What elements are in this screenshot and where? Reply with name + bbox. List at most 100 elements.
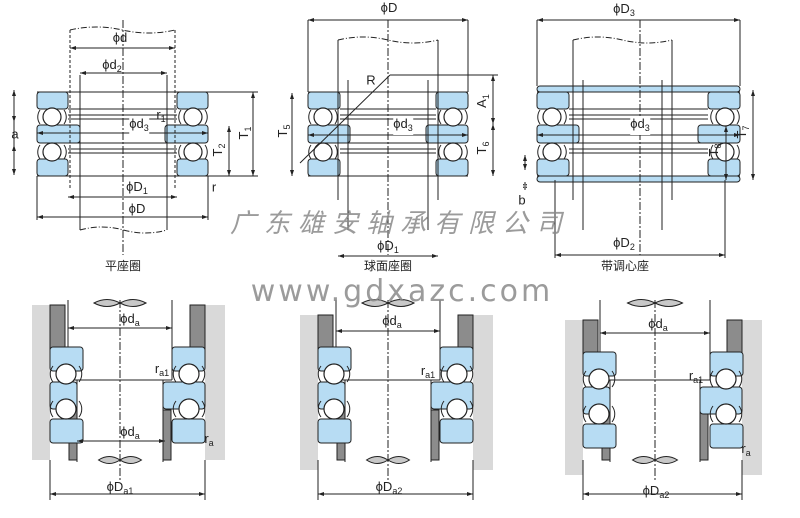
ball	[542, 142, 562, 162]
shaft-break	[337, 36, 439, 44]
aligning-seat	[536, 85, 741, 93]
label-ra: ra	[204, 431, 214, 448]
cage-arc	[204, 109, 208, 125]
label-phi-D1: ϕD1	[377, 238, 399, 255]
cage-arc	[204, 144, 208, 160]
ball	[542, 107, 562, 127]
ball	[42, 107, 62, 127]
cage-arc	[440, 400, 445, 418]
ball	[313, 107, 333, 127]
cage-arc	[464, 109, 468, 125]
cage-arc	[709, 370, 714, 388]
watermark-url: www.gdxazc.com	[250, 274, 554, 309]
housing-washer	[171, 418, 206, 444]
cage-arc	[710, 109, 714, 125]
cage-arc	[582, 370, 587, 388]
label-b: b	[518, 192, 526, 208]
caption-flat-seat: 平座圈	[104, 259, 142, 273]
label-T5: T5	[275, 124, 292, 138]
cage-arc	[334, 144, 338, 160]
housing-right	[473, 315, 493, 470]
cage-arc	[438, 144, 442, 160]
ball	[313, 142, 333, 162]
housing-washer	[317, 418, 352, 444]
aligning-seat	[536, 175, 741, 183]
cage-arc	[611, 370, 616, 388]
housing-washer	[707, 91, 741, 110]
cage-arc	[563, 109, 567, 125]
label-T1: T1	[236, 126, 253, 140]
label-T6: T6	[474, 141, 491, 155]
cage-arc	[37, 109, 41, 125]
cage-arc	[709, 405, 714, 423]
shaft-washer	[697, 124, 741, 144]
ball	[588, 368, 610, 390]
cage-arc	[201, 365, 206, 383]
cage-arc	[440, 365, 445, 383]
ball	[178, 398, 200, 420]
housing-washer	[307, 158, 341, 177]
label-A1: A1	[474, 94, 491, 108]
label-ra1: ra1	[420, 363, 436, 380]
housing-washer	[36, 91, 69, 110]
housing-washer	[435, 91, 469, 110]
ball	[446, 363, 468, 385]
ball	[443, 107, 463, 127]
housing-washer	[536, 158, 570, 177]
shaft-washer	[164, 124, 209, 144]
label-phi-Da1: ϕDa1	[106, 479, 134, 496]
arrowhead	[523, 155, 527, 170]
cage-arc	[63, 109, 67, 125]
cage-arc	[346, 365, 351, 383]
label-phi-D2: ϕD2	[613, 235, 635, 252]
housing-left	[32, 305, 50, 460]
shaft-washer	[536, 124, 580, 144]
spacer-sleeve	[699, 409, 709, 461]
label-r1: r1	[156, 107, 166, 124]
cage-arc	[736, 109, 740, 125]
cage-arc	[738, 370, 743, 388]
label-phi-D3: ϕD3	[613, 1, 635, 18]
cage-arc	[736, 144, 740, 160]
label-T2: T2	[210, 143, 227, 157]
housing-right	[205, 305, 225, 460]
cage-arc	[537, 109, 541, 125]
cage-arc	[78, 365, 83, 383]
shaft-break	[69, 26, 176, 34]
label-phi-d3: ϕd3	[630, 116, 650, 135]
arrowhead	[12, 145, 16, 175]
label-a: a	[11, 126, 19, 142]
cage-arc	[78, 400, 83, 418]
ball	[443, 142, 463, 162]
ball	[183, 107, 203, 127]
arrowhead	[523, 182, 527, 190]
radius-line	[299, 74, 391, 164]
cage-arc	[464, 144, 468, 160]
shaft-break	[572, 36, 673, 44]
ball	[715, 368, 737, 390]
label-phi-Da2: ϕDa2	[642, 483, 670, 500]
cage-arc	[738, 405, 743, 423]
cage-arc	[438, 109, 442, 125]
cage-arc	[201, 400, 206, 418]
arrowhead	[491, 75, 495, 124]
housing-washer	[176, 91, 209, 110]
label-phi-d3: ϕd3	[393, 116, 413, 135]
label-T7: T7	[734, 125, 751, 139]
ball	[55, 363, 77, 385]
housing-left	[300, 315, 318, 470]
label-phi-d3: ϕd3	[129, 116, 149, 135]
cage-arc	[172, 365, 177, 383]
housing-washer	[435, 158, 469, 177]
housing-washer	[709, 423, 744, 449]
arrowhead	[724, 126, 728, 180]
ball	[323, 363, 345, 385]
cage-arc	[611, 405, 616, 423]
label-phi-da: ϕda	[120, 311, 140, 328]
cage-arc	[172, 400, 177, 418]
shaft-washer	[425, 124, 469, 144]
cage-arc	[308, 109, 312, 125]
ball	[588, 403, 610, 425]
caption-aligning-seat: 带调心座	[600, 259, 650, 273]
